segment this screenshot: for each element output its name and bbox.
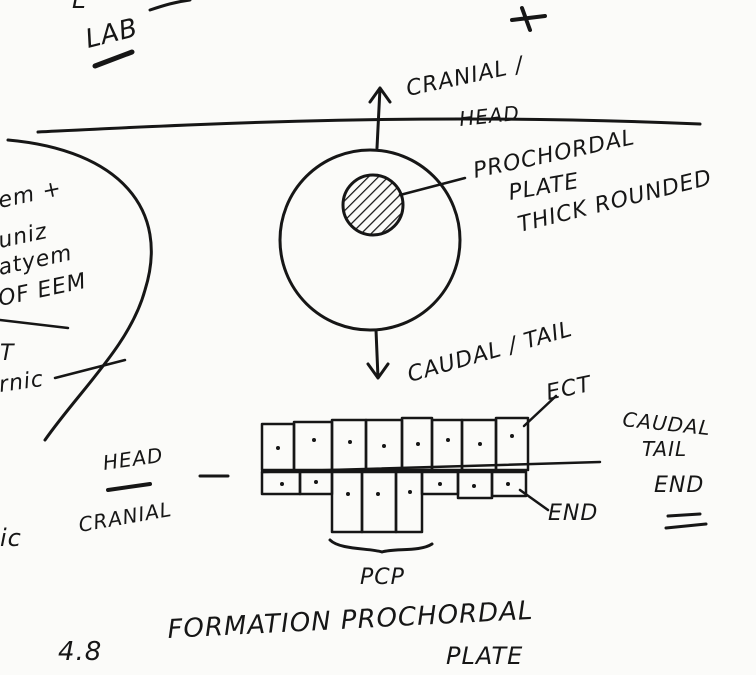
- cranial-label-bottom: CRANIAL: [77, 497, 174, 537]
- cranial-label: CRANIAL /: [404, 52, 527, 102]
- tail-label-right: TAIL: [642, 437, 687, 461]
- note-line1: em +: [0, 176, 64, 214]
- top-stroke: [150, 0, 190, 10]
- pcp-brace: [330, 540, 432, 552]
- footer-title-line1: FORMATION PROCHORDAL: [167, 596, 534, 645]
- top-letter: E: [72, 0, 88, 14]
- caudal-underline: [666, 514, 706, 528]
- end-label: END: [548, 501, 598, 526]
- lab-label: LAB: [82, 13, 141, 55]
- notes-divider: [0, 320, 68, 328]
- prochordal-plate-spot: [343, 175, 403, 235]
- note-line5: T: [0, 341, 15, 366]
- caudal-label-right: CAUDAL: [621, 407, 712, 440]
- endoderm-cells: [262, 472, 526, 532]
- end-leader: [520, 490, 548, 510]
- star-mark: [512, 8, 545, 30]
- notes-stroke: [55, 360, 125, 378]
- caudal-tail-label: CAUDAL / TAIL: [405, 317, 576, 388]
- figure-number: 4.8: [58, 637, 102, 667]
- end-label-right: END: [654, 473, 704, 498]
- pcp-label: PCP: [360, 565, 405, 590]
- note-line7: ic: [0, 524, 22, 552]
- note-line6: rnic: [0, 367, 46, 398]
- head-underline: [108, 484, 150, 490]
- lab-underline: [95, 52, 132, 66]
- ect-label: ECT: [544, 372, 594, 406]
- head-label: HEAD: [101, 443, 165, 475]
- footer-title-line2: PLATE: [446, 642, 523, 670]
- callout-leader: [400, 178, 465, 195]
- head-label-top: HEAD: [458, 101, 521, 131]
- caudal-arrow: [368, 330, 388, 378]
- boundary-line: [38, 119, 700, 132]
- ectoderm-cells: [262, 418, 528, 470]
